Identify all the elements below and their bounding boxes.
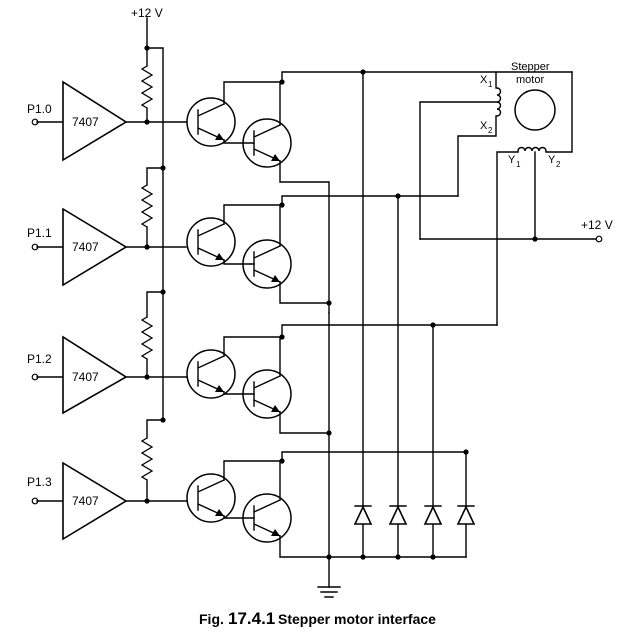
right-supply-label: +12 V	[581, 218, 613, 232]
motor-label-line1: Stepper	[511, 61, 550, 73]
pullup-resistor-0	[140, 65, 154, 109]
stepper-motor: Stepper motor X 1 X 2 Y 1 Y 2 +12 V	[419, 61, 613, 326]
input-label-p11: P1.1	[27, 226, 52, 240]
coil-x1-sub: 1	[488, 80, 493, 89]
coil-x2-sub: 2	[488, 126, 493, 135]
transistor-q1-1	[186, 217, 236, 267]
input-label-p10: P1.0	[27, 102, 52, 116]
right-supply-terminal[interactable]	[595, 235, 603, 243]
clamp-diodes	[353, 71, 476, 560]
transistor-q1-3	[186, 473, 236, 523]
coil-y1-sub: 1	[516, 160, 521, 169]
buffer-label-0: 7407	[72, 115, 99, 129]
motor-rotor	[514, 89, 556, 131]
buffer-7407-2	[62, 335, 128, 415]
coil-y	[517, 146, 547, 152]
buffer-7407-1	[62, 207, 128, 287]
diode-d4	[456, 505, 476, 525]
motor-label-line2: motor	[516, 74, 544, 86]
caption-number: 17.4.1	[228, 609, 275, 628]
input-label-p13: P1.3	[27, 475, 52, 489]
buffer-label-1: 7407	[72, 240, 99, 254]
diode-d1	[353, 505, 373, 525]
coil-y1-letter: Y	[508, 154, 516, 166]
transistor-q1-0	[186, 97, 236, 147]
caption-title: Stepper motor interface	[278, 611, 436, 627]
buffer-label-2: 7407	[72, 370, 99, 384]
diode-d2	[388, 505, 408, 525]
driver-stage-1: P1.1 7407	[27, 167, 459, 306]
pullup-resistor-1	[140, 184, 154, 228]
transistor-q1-2	[186, 349, 236, 399]
coil-y2-letter: Y	[548, 154, 556, 166]
pullup-resistor-3	[140, 437, 154, 481]
driver-stage-3: P1.3 7407	[27, 419, 469, 558]
driver-stage-0: P1.0 7407	[27, 47, 573, 314]
input-label-p12: P1.2	[27, 352, 52, 366]
coil-x1-letter: X	[480, 74, 488, 86]
top-supply-label: +12 V	[131, 6, 163, 20]
figure-caption: Fig. 17.4.1 Stepper motor interface	[199, 609, 436, 628]
coil-x2-letter: X	[480, 120, 488, 132]
supply-bus: +12 V	[131, 6, 166, 423]
caption-prefix: Fig.	[199, 611, 224, 627]
driver-stage-2: P1.2 7407	[27, 291, 498, 436]
ground-bus	[317, 312, 467, 598]
ground-symbol	[317, 586, 341, 598]
buffer-7407-0	[62, 80, 128, 162]
pullup-resistor-2	[140, 316, 154, 360]
coil-y2-sub: 2	[556, 160, 561, 169]
buffer-label-3: 7407	[72, 494, 99, 508]
diode-d3	[423, 505, 443, 525]
buffer-7407-3	[62, 461, 128, 541]
